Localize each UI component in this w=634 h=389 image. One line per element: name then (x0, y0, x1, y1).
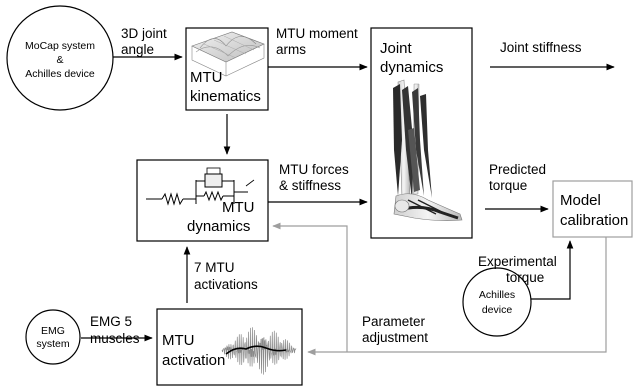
hill-muscle-model-icon (146, 167, 255, 206)
emg-signal-trace (221, 327, 297, 375)
model-calibration-label-line2: calibration (560, 212, 628, 229)
mtu-kinematics-label-line2: kinematics (190, 88, 261, 105)
predicted-torque-label-line2: torque (489, 178, 527, 193)
achilles-device-node: Achilles device (462, 267, 532, 337)
mtu-kinematics-node: MTU kinematics (185, 27, 269, 111)
mtu-activation-label-line1: MTU (162, 332, 195, 349)
mtu-dynamics-label-line1: MTU (222, 199, 255, 216)
model-calibration-node: Model calibration (552, 180, 633, 238)
joint-dynamics-node: Joint dynamics (370, 27, 473, 239)
arrow-experimental-torque (531, 240, 574, 300)
mtu-kinematics-label-line1: MTU (190, 69, 223, 86)
mtu-activation-label-line2: activation (162, 352, 225, 369)
activations-label-line1: 7 MTU (194, 260, 235, 275)
moment-arms-label-line2: arms (276, 42, 306, 57)
forces-stiffness-label-line1: MTU forces (279, 162, 349, 177)
achilles-device-label-line2: device (482, 304, 513, 316)
emg-muscles-label-line1: EMG 5 (90, 314, 132, 329)
experimental-torque-label-line2: torque (506, 270, 544, 285)
mocap-label-line1: MoCap system (25, 40, 95, 52)
achilles-device-label-line1: Achilles (479, 289, 515, 301)
leg-muscle-model-image (393, 79, 463, 221)
emg-envelope-line (225, 345, 287, 355)
parameter-adjustment-label-line1: Parameter (362, 314, 426, 329)
kinematics-surface-plot (191, 31, 265, 77)
joint-angle-label-line1: 3D joint (121, 26, 167, 41)
arrow-feedback-to-activation (307, 237, 607, 356)
mocap-label-line2: & (56, 54, 63, 66)
emg-muscles-label-line2: muscles (90, 331, 140, 346)
joint-dynamics-label-line2: dynamics (380, 59, 443, 76)
joint-angle-label-line2: angle (121, 42, 154, 57)
mocap-label-line3: Achilles device (25, 68, 95, 80)
model-calibration-label-line1: Model (560, 192, 601, 209)
mtu-activation-node: MTU activation (156, 308, 303, 386)
mtu-dynamics-label-line2: dynamics (187, 218, 250, 235)
activations-label-line2: activations (194, 277, 258, 292)
joint-dynamics-label-line1: Joint (380, 40, 413, 57)
emg-system-node: EMG system (25, 309, 81, 365)
parameter-adjustment-label-line2: adjustment (362, 330, 428, 345)
moment-arms-label-line1: MTU moment (276, 26, 358, 41)
mocap-node: MoCap system & Achilles device (6, 5, 114, 111)
emg-system-label-line2: system (36, 338, 70, 350)
experimental-torque-label-line1: Experimental (478, 254, 557, 269)
arrow-feedback-to-dynamics (272, 222, 348, 352)
forces-stiffness-label-line2: & stiffness (279, 178, 341, 193)
emg-system-label-line1: EMG (41, 325, 65, 337)
mtu-dynamics-node: MTU dynamics (136, 159, 269, 242)
predicted-torque-label-line1: Predicted (489, 162, 546, 177)
joint-stiffness-label: Joint stiffness (500, 40, 582, 55)
